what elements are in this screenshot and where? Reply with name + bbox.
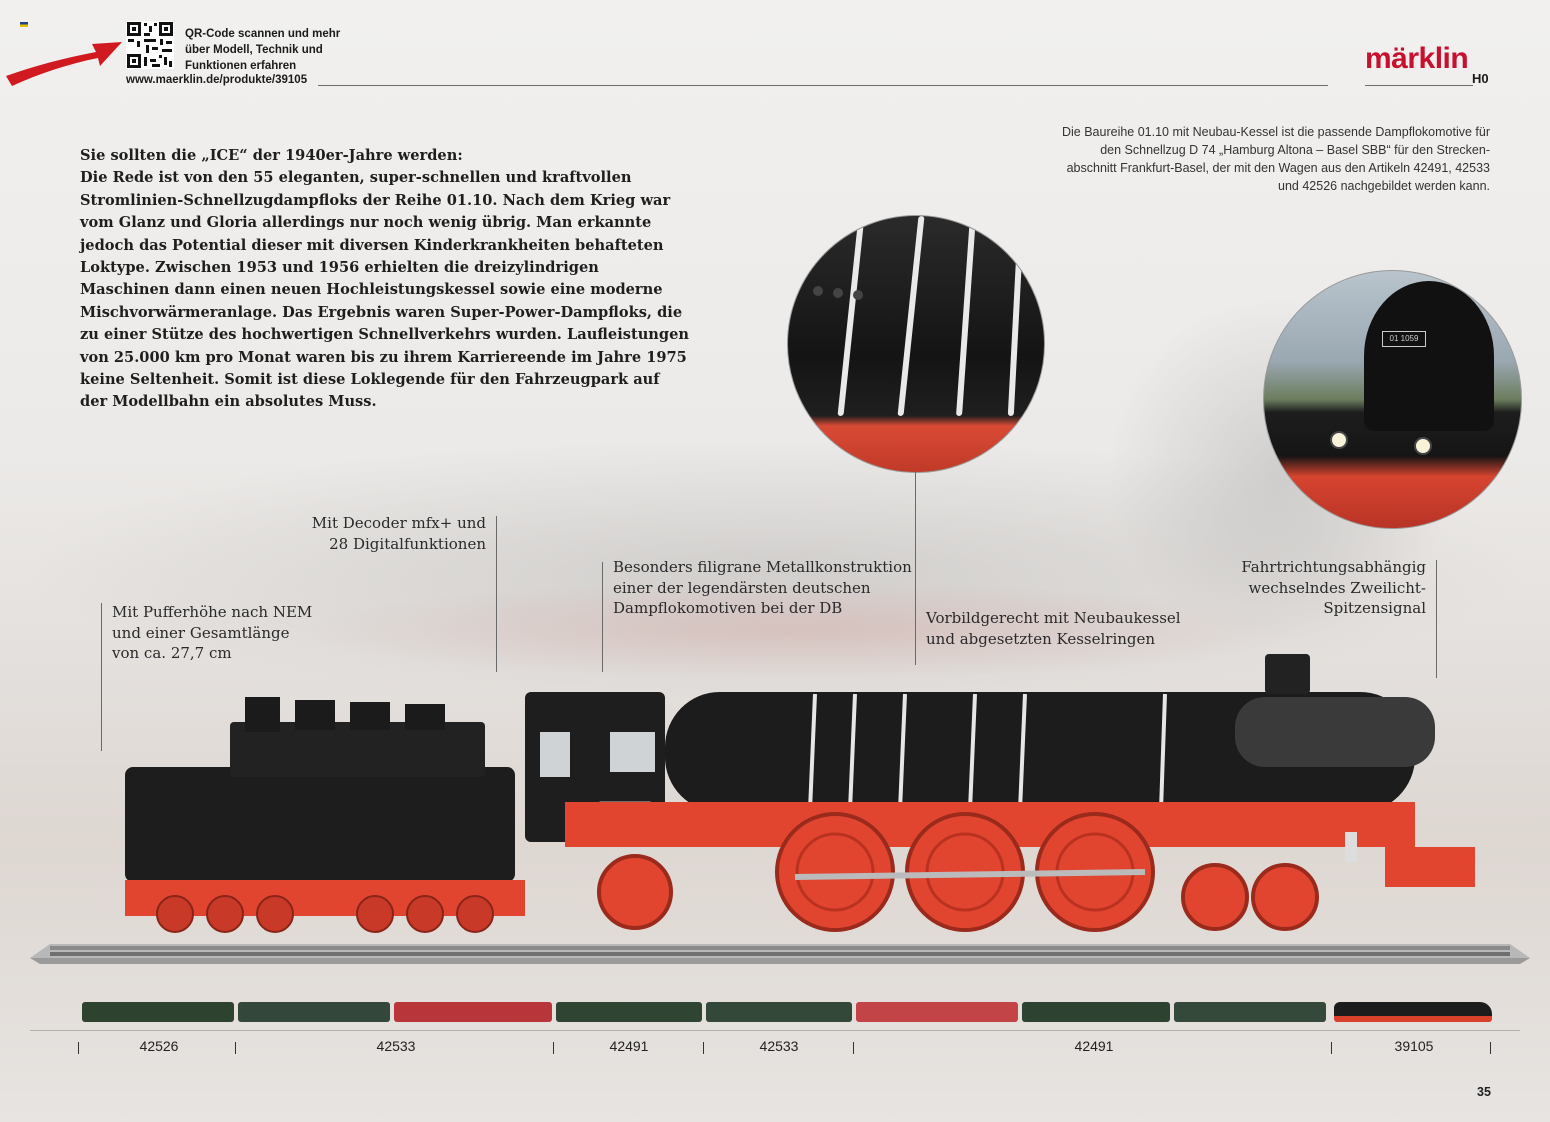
locomotive-model-photo <box>125 654 1475 933</box>
divider-tick <box>703 1042 704 1054</box>
callout-line-metal <box>602 562 603 672</box>
red-arrow-icon <box>6 42 122 86</box>
divider-tick <box>553 1042 554 1054</box>
qr-code-icon[interactable] <box>126 21 174 69</box>
track-segment <box>30 944 1530 964</box>
callout-line-buffer <box>101 603 102 751</box>
callout-decoder: Mit Decoder mfx+ und 28 Digitalfunktione… <box>311 514 486 553</box>
coach-42491-d <box>1174 1002 1326 1022</box>
intro-text-block: Sie sollten die „ICE“ der 1940er-Jahre w… <box>80 145 690 414</box>
maerklin-logo: märklin <box>1365 42 1469 75</box>
divider-tick <box>78 1042 79 1054</box>
number-plate: 01 1059 <box>1382 331 1426 347</box>
divider-tick <box>853 1042 854 1054</box>
callout-headlight: Fahrtrichtungsabhängig wechselndes Zweil… <box>1241 558 1426 617</box>
article-number: 42491 <box>1074 1038 1114 1054</box>
divider-tick <box>235 1042 236 1054</box>
callout-metal: Besonders filigrane Metallkonstruktion e… <box>613 558 912 617</box>
coach-42491-c <box>1022 1002 1170 1022</box>
divider-tick <box>1490 1042 1491 1054</box>
product-url-link[interactable]: www.maerklin.de/produkte/39105 <box>126 74 308 86</box>
article-number: 39105 <box>1394 1038 1434 1054</box>
boiler-detail-photo <box>787 215 1045 473</box>
intro-heading: Sie sollten die „ICE“ der 1940er-Jahre w… <box>80 147 463 164</box>
divider-tick <box>1331 1042 1332 1054</box>
coach-42533-c <box>706 1002 852 1022</box>
complete-train-strip <box>82 998 1492 1030</box>
coach-42533-b <box>394 1002 552 1022</box>
article-number: 42533 <box>376 1038 416 1054</box>
article-number: 42533 <box>759 1038 799 1054</box>
callout-boiler: Vorbildgerecht mit Neubaukessel und abge… <box>926 609 1181 648</box>
callout-buffer: Mit Pufferhöhe nach NEM und einer Gesamt… <box>112 603 313 662</box>
coach-42533-a <box>238 1002 390 1022</box>
callout-line-boiler <box>915 470 916 665</box>
article-number: 42491 <box>609 1038 649 1054</box>
coach-42491-a <box>556 1002 702 1022</box>
callout-line-decoder <box>496 516 497 672</box>
qr-instruction-text: QR-Code scannen und mehr über Modell, Te… <box>185 28 341 72</box>
flag-mark <box>20 22 28 27</box>
scale-label: H0 <box>1472 71 1489 86</box>
header-divider <box>318 85 1328 86</box>
logo-divider <box>1365 85 1473 86</box>
page-number: 35 <box>1477 1085 1491 1099</box>
intro-body: Die Rede ist von den 55 eleganten, super… <box>80 169 690 411</box>
coach-42526 <box>82 1002 234 1022</box>
loco-39105 <box>1334 1002 1492 1022</box>
route-caption: Die Baureihe 01.10 mit Neubau-Kessel ist… <box>1061 125 1490 193</box>
strip-baseline <box>30 1030 1520 1031</box>
callout-line-headlight <box>1436 560 1437 678</box>
coach-42491-b <box>856 1002 1018 1022</box>
article-number: 42526 <box>139 1038 179 1054</box>
headlight-detail-photo: 01 1059 <box>1263 270 1522 529</box>
